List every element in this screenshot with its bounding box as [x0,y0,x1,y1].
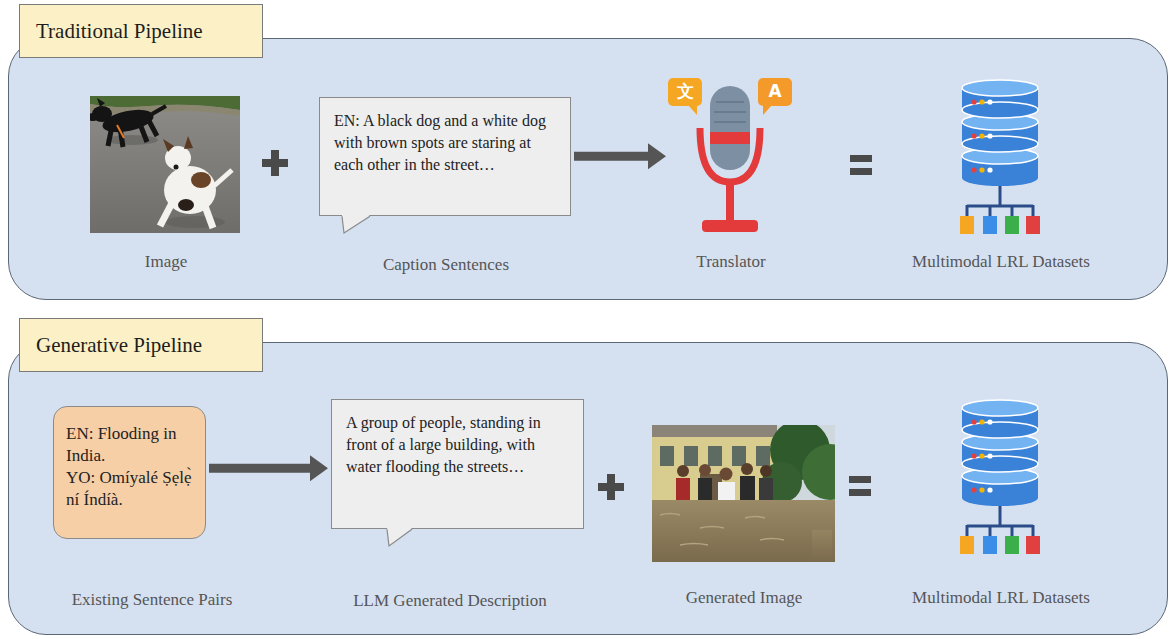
description-bubble: A group of people, standing in front of … [331,399,584,529]
sentence-pair-box: EN: Flooding in India.YO: Omíyalé Ṣẹlẹ̀ … [53,406,206,539]
icon-glyph: 文 [677,80,694,103]
node-label: Existing Sentence Pairs [72,589,233,611]
node-label: Multimodal LRL Datasets [912,252,1090,272]
node-text: EN: Flooding in India. [66,423,193,467]
node-label: Translator [696,252,765,272]
icon-glyph: A [768,81,781,101]
node-label: LLM Generated Description [353,589,547,612]
database-icon [960,400,1040,554]
equals-symbol [850,155,872,175]
bubble-pointer [332,528,416,550]
translator-icon [668,78,792,232]
node-text: EN: A black dog and a white dog with bro… [334,110,556,176]
pipeline-tab: Generative Pipeline [19,318,263,372]
node-label: Caption Sentences [383,253,509,276]
flow-arrow [209,455,328,481]
node-label: Generated Image [686,588,803,608]
flow-arrow [574,143,666,169]
node-label: Multimodal LRL Datasets [912,588,1090,608]
flood-photo [652,425,835,562]
pipeline-title: Traditional Pipeline [36,19,203,44]
plus-symbol [262,150,288,176]
bubble-pointer [320,215,374,237]
node-text: A group of people, standing in front of … [346,412,569,478]
node-text: YO: Omíyalé Ṣẹlẹ̀ ní Índíà. [66,467,193,511]
node-label: Image [145,252,187,272]
caption-bubble: EN: A black dog and a white dog with bro… [319,97,571,216]
plus-symbol [598,474,624,500]
dog-photo [90,96,240,233]
database-icon [960,80,1040,234]
equals-symbol [849,476,871,496]
pipeline-tab: Traditional Pipeline [19,4,263,58]
pipeline-title: Generative Pipeline [36,333,202,358]
